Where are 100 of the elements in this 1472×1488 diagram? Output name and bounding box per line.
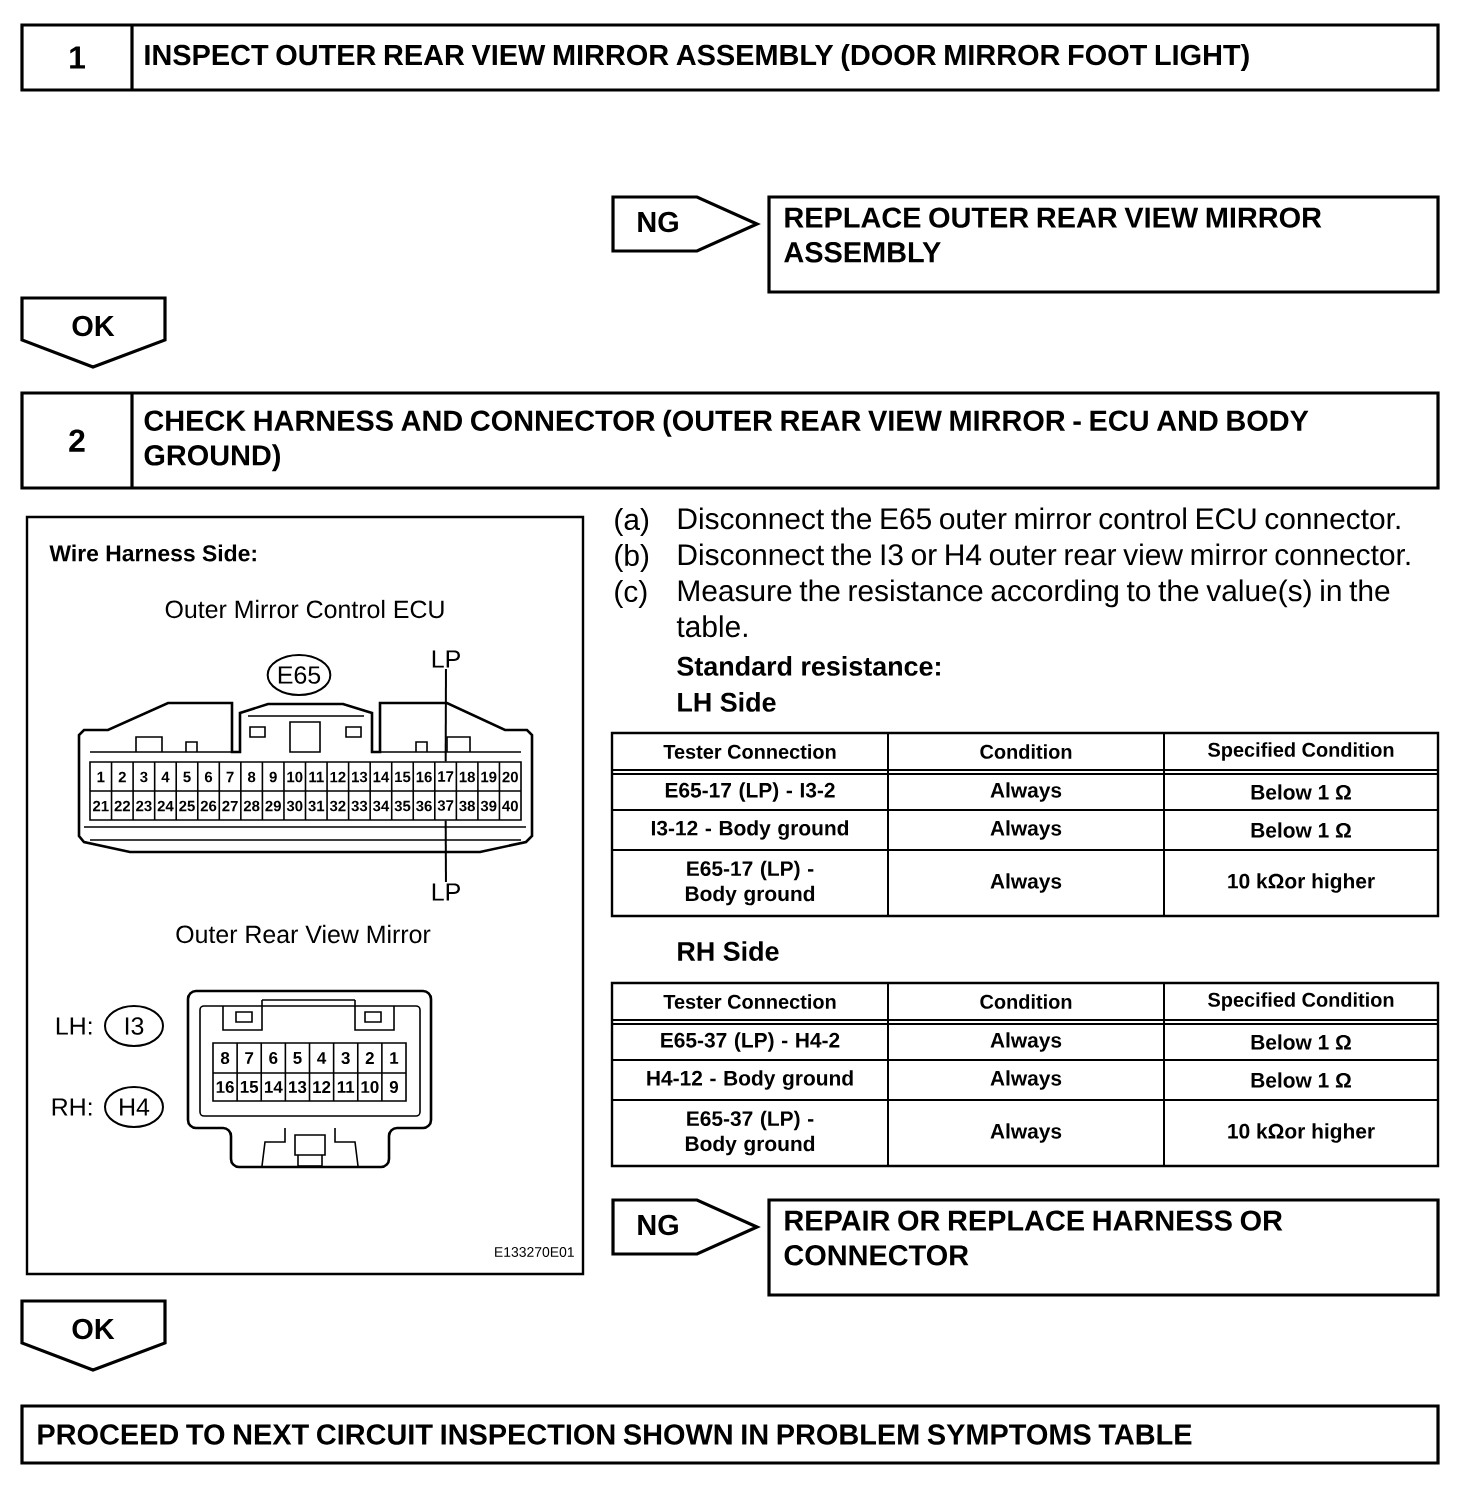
connector: [444, 668, 447, 763]
pin-number: 30: [286, 800, 303, 812]
pin-number: 35: [394, 800, 411, 812]
pin-number: 28: [243, 800, 260, 812]
pin-number: 27: [222, 800, 238, 812]
table-cell: E65-37 (LP) - H4-2: [661, 1032, 840, 1052]
pin-number: 16: [416, 771, 432, 783]
terminal-label: LP: [432, 883, 460, 901]
pin-number: 1: [97, 771, 105, 783]
pin-number: 4: [317, 1052, 327, 1064]
connector-code: E65: [266, 654, 332, 696]
connector: [444, 819, 447, 884]
pin-number: 10: [361, 1081, 379, 1093]
pin-number: 14: [264, 1081, 283, 1093]
pin-number: 15: [240, 1081, 259, 1093]
pin-number: 2: [365, 1052, 374, 1064]
pin-number: 39: [480, 800, 497, 812]
table-cell: Always: [990, 820, 1062, 840]
pin-number: 21: [93, 800, 109, 812]
pin-number: 7: [226, 771, 234, 783]
pin-number: 9: [269, 771, 277, 783]
table-cell: Below 1 Ω: [1251, 1072, 1351, 1088]
table-cell: E65-17 (LP) - Body ground: [685, 860, 815, 906]
connector-code: I3: [104, 1005, 164, 1047]
action-box: PROCEED TO NEXT CIRCUIT INSPECTION SHOWN IN PROBLEM SYMPTOMS TABLE: [20, 1404, 1440, 1465]
pin-number: 5: [293, 1052, 302, 1064]
pin-number: 11: [337, 1081, 355, 1093]
column-header: Tester Connection: [663, 994, 836, 1009]
column-header: Tester Connection: [663, 744, 836, 759]
table-cell: Below 1 Ω: [1251, 784, 1351, 800]
instruction-text: Measure the resistance according to the value(s) in the table.: [676, 579, 1390, 638]
pin-number: 31: [308, 800, 325, 812]
table-cell: 10 kΩor higher: [1228, 873, 1375, 893]
pin-number: 40: [502, 800, 518, 812]
column-header: Condition: [980, 994, 1072, 1009]
table-cell: E65-17 (LP) - I3-2: [665, 782, 835, 802]
side-label: RH:: [52, 1098, 92, 1116]
pin-number: 4: [161, 771, 170, 783]
note-heading: RH Side: [678, 941, 779, 961]
table-cell: H4-12 - Body ground: [647, 1070, 853, 1090]
instruction-text: Disconnect the I3 or H4 outer rear view mirror connector.: [678, 543, 1410, 566]
table-cell: Always: [990, 873, 1062, 893]
pin-number: 13: [289, 1081, 307, 1093]
pin-number: 38: [459, 800, 475, 812]
pin-number: 37: [437, 800, 454, 811]
table-cell: Always: [990, 1070, 1062, 1090]
pin-number: 20: [502, 771, 518, 783]
step-box: 1 INSPECT OUTER REAR VIEW MIRROR ASSEMBLY (DOOR MIRROR FOOT LIGHT): [20, 23, 1440, 92]
action-box: REPLACE OUTER REAR VIEW MIRROR ASSEMBLY: [767, 195, 1440, 294]
table-cell: Always: [990, 1032, 1062, 1052]
table-cell: 10 kΩor higher: [1228, 1123, 1375, 1143]
pin-number: 15: [395, 771, 411, 783]
pin-number: 25: [179, 800, 195, 812]
pin-number: 12: [313, 1081, 331, 1093]
pin-number: 10: [287, 771, 303, 783]
pin-number: 32: [329, 800, 346, 812]
side-label: LH:: [56, 1017, 92, 1035]
pin-number: 29: [265, 800, 281, 812]
pin-number: 24: [157, 800, 174, 812]
pin-number: 11: [309, 771, 324, 783]
table-cell: Always: [990, 1123, 1062, 1143]
column-header: Specified Condition: [1208, 992, 1394, 1011]
note-heading: LH Side: [678, 692, 776, 712]
pin-number: 2: [118, 771, 126, 783]
pin-number: 9: [389, 1081, 398, 1093]
pin-number: 1: [390, 1052, 399, 1064]
pin-number: 22: [114, 800, 131, 812]
table-cell: Below 1 Ω: [1251, 822, 1351, 838]
pin-number: 5: [183, 771, 191, 783]
pin-number: 8: [220, 1052, 230, 1064]
pin-number: 6: [204, 771, 213, 783]
table-cell: Below 1 Ω: [1251, 1034, 1351, 1050]
terminal-label: LP: [432, 650, 460, 668]
pin-number: 14: [373, 771, 390, 783]
pin-number: 33: [351, 800, 368, 812]
table-cell: Always: [990, 782, 1062, 802]
pin-number: 7: [245, 1052, 254, 1064]
pin-number: 3: [140, 771, 148, 783]
pin-number: 17: [438, 771, 454, 782]
pin-number: 18: [459, 771, 475, 783]
pin-number: 3: [341, 1052, 350, 1064]
action-box: REPAIR OR REPLACE HARNESS OR CONNECTOR: [767, 1198, 1440, 1297]
pin-number: 36: [416, 800, 432, 812]
pin-number: 19: [481, 771, 497, 783]
column-header: Condition: [980, 744, 1072, 759]
table-cell: I3-12 - Body ground: [651, 820, 849, 840]
pin-number: 26: [200, 800, 217, 812]
pin-number: 12: [330, 771, 346, 783]
column-header: Specified Condition: [1208, 742, 1394, 761]
pin-number: 13: [352, 771, 368, 783]
pin-number: 6: [269, 1052, 278, 1064]
step-box: 2 CHECK HARNESS AND CONNECTOR (OUTER REAR VIEW MIRROR - ECU AND BODY GROUND): [20, 391, 1440, 490]
pin-number: 34: [372, 800, 390, 812]
note-heading: Standard resistance:: [677, 656, 940, 676]
pin-number: 16: [216, 1081, 234, 1093]
step-marker: (b): [615, 544, 649, 572]
step-marker: (c): [615, 580, 647, 608]
pin-number: 23: [136, 800, 152, 812]
connector-code: H4: [104, 1086, 164, 1128]
pin-number: 8: [247, 771, 256, 783]
